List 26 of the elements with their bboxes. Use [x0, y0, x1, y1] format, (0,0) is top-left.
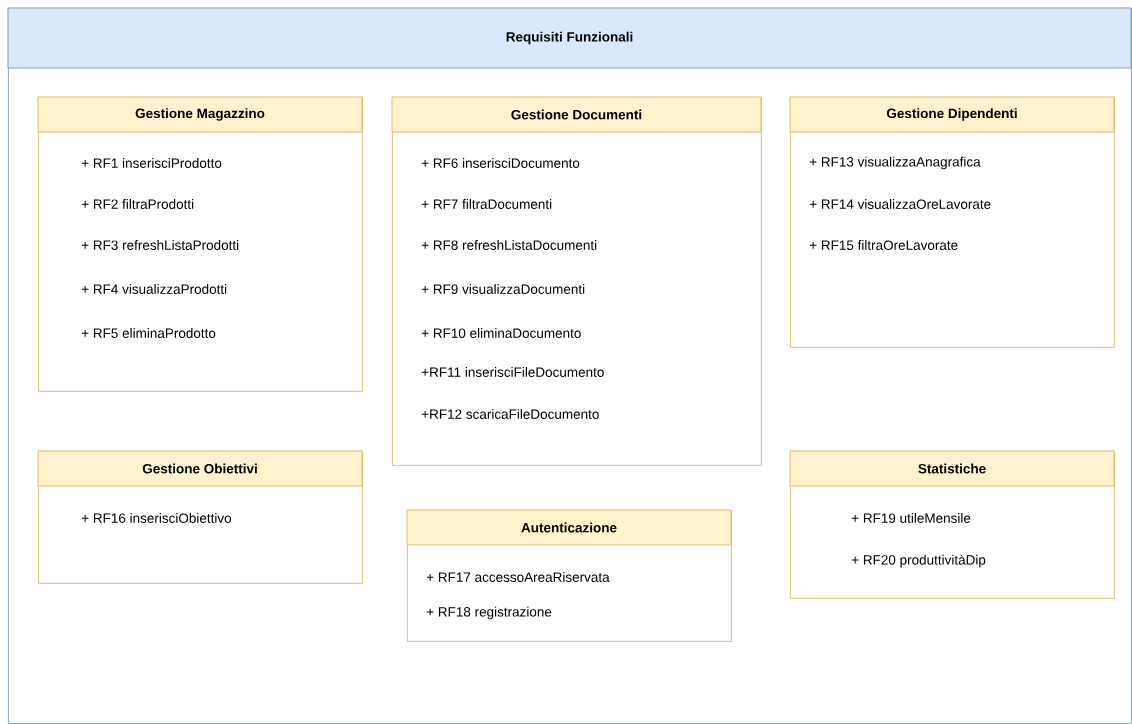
- list-item: + RF10 eliminaDocumento: [421, 328, 581, 338]
- list-item: + RF13 visualizzaAnagrafica: [809, 156, 981, 170]
- list-item: + RF17 accessoAreaRiservata: [426, 572, 610, 582]
- list-item: + RF3 refreshListaProdotti: [81, 240, 239, 250]
- list-item: + RF15 filtraOreLavorate: [809, 240, 958, 250]
- class-heading: Gestione Dipendenti: [886, 108, 1017, 121]
- list-item: + RF6 inserisciDocumento: [421, 158, 580, 168]
- list-item: + RF7 filtraDocumenti: [421, 199, 552, 209]
- list-item: + RF19 utileMensile: [851, 513, 971, 523]
- list-item: + RF2 filtraProdotti: [81, 199, 194, 209]
- class-heading: Gestione Documenti: [511, 109, 642, 120]
- class-heading: Gestione Obiettivi: [142, 463, 257, 474]
- list-item: + RF9 visualizzaDocumenti: [421, 284, 585, 294]
- class-heading: Statistiche: [918, 463, 986, 474]
- list-item: + RF20 produttivitàDip: [851, 554, 986, 568]
- class-heading: Autenticazione: [521, 522, 617, 533]
- class-heading: Gestione Magazzino: [135, 108, 265, 121]
- list-item: + RF14 visualizzaOreLavorate: [809, 199, 991, 209]
- list-item: + RF18 registrazione: [426, 606, 552, 620]
- list-item: + RF16 inserisciObiettivo: [81, 513, 232, 523]
- list-item: + RF8 refreshListaDocumenti: [421, 240, 597, 250]
- list-item: + RF1 inserisciProdotto: [81, 158, 222, 168]
- list-item: +RF12 scaricaFileDocumento: [421, 409, 599, 419]
- list-item: + RF5 eliminaProdotto: [81, 328, 216, 338]
- list-item: +RF11 inserisciFileDocumento: [421, 367, 604, 377]
- list-item: + RF4 visualizzaProdotti: [81, 284, 227, 294]
